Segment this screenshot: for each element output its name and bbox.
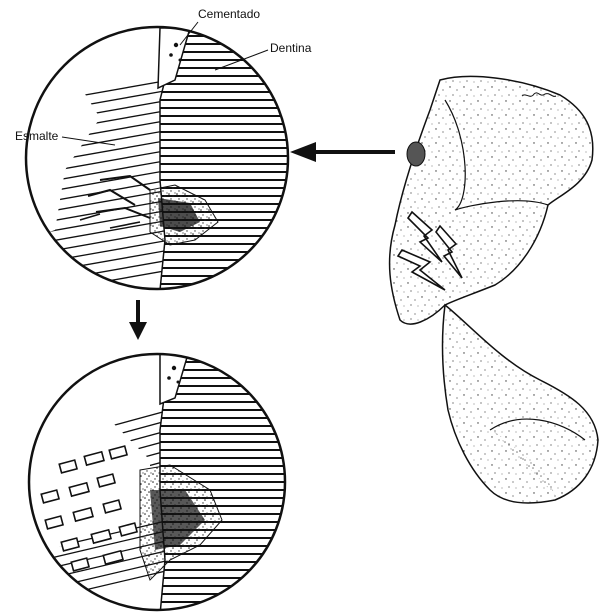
tooth-drawing	[390, 76, 598, 502]
upper-tooth	[390, 76, 593, 324]
bottom-magnified-view	[0, 354, 300, 614]
label-dentina: Dentina	[270, 41, 312, 55]
cementum-wedge	[158, 28, 190, 88]
top-magnified-view	[0, 27, 300, 300]
label-esmalte: Esmalte	[15, 129, 59, 143]
arrow-down-icon	[129, 300, 147, 340]
arrow-left-icon	[290, 142, 395, 162]
fracture-lesion	[80, 176, 218, 245]
lower-tooth	[442, 305, 598, 503]
label-cementado: Cementado	[198, 7, 260, 21]
